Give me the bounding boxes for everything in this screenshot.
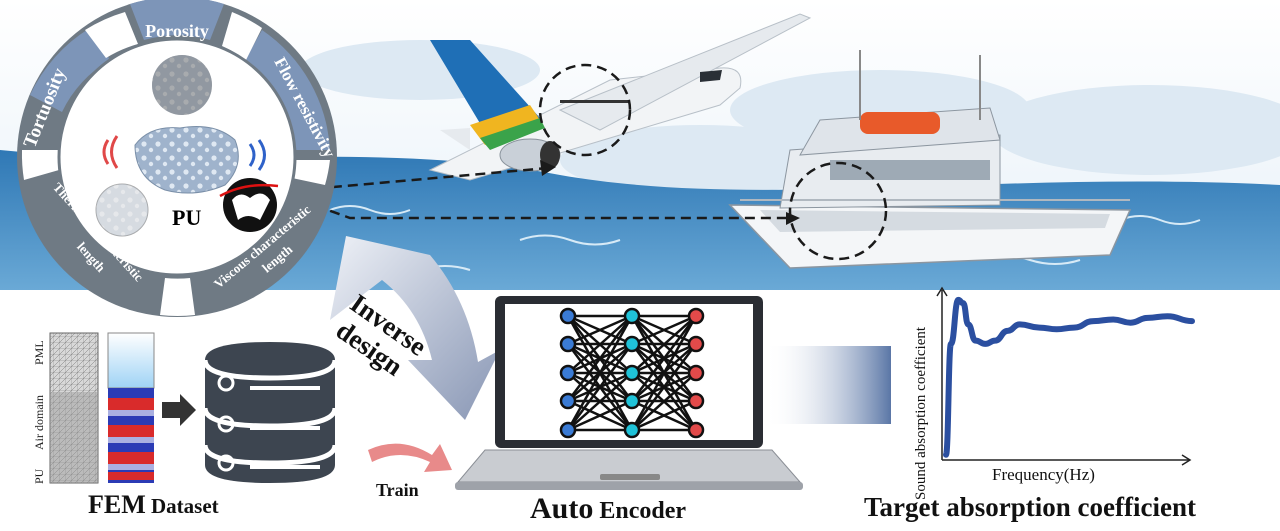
nn-connection [567, 315, 633, 374]
fem-label-pu: PU [32, 468, 46, 484]
ring-label-porosity: Porosity [145, 21, 209, 41]
foam-images [95, 55, 279, 237]
train-arrow [368, 443, 452, 472]
yacht [728, 50, 1132, 269]
nn-connection [567, 315, 633, 402]
nn-connection [630, 343, 698, 431]
laptop [455, 296, 803, 490]
sound-wave-icon-right [248, 139, 266, 171]
target-absorption-title: Target absorption coefficient [864, 492, 1196, 522]
nn-node [623, 335, 641, 353]
autoencoder-title: Auto Encoder [530, 492, 686, 526]
latent-band [765, 346, 891, 424]
nn-connection [631, 399, 697, 432]
nn-connection [567, 372, 633, 431]
airplane [428, 13, 812, 181]
nn-connection [631, 315, 697, 374]
fem-label-air-domain: Air domain [32, 395, 46, 450]
chart-y-label: Sound absorption coefficient [913, 326, 929, 500]
nn-connection [566, 315, 634, 431]
inverse-design-arrow [330, 236, 500, 420]
train-label: Train [376, 480, 419, 500]
fem-title-small: Dataset [145, 494, 219, 518]
nn-node [687, 364, 705, 382]
fem-dataset-title: FEM Dataset [88, 490, 219, 520]
nn-connection [631, 314, 697, 346]
neural-network [559, 307, 705, 439]
nn-connection [567, 399, 633, 432]
nn-node [687, 307, 705, 325]
nn-node [559, 421, 577, 439]
nn-node [623, 392, 641, 410]
sound-wave-icon-left [102, 135, 119, 169]
nn-node [687, 392, 705, 410]
fem-label-pml: PML [32, 340, 46, 365]
chart-x-label: Frequency(Hz) [992, 465, 1095, 484]
nn-connection [631, 372, 697, 431]
nn-connection [567, 314, 633, 346]
yacht-zoom-circle [788, 161, 888, 261]
nn-node [623, 421, 641, 439]
nn-node [623, 364, 641, 382]
autoencoder-title-small: Encoder [593, 498, 687, 524]
nn-node [623, 307, 641, 325]
nn-node [559, 307, 577, 325]
fem-mesh [49, 332, 155, 484]
absorption-curve [943, 296, 1195, 458]
nn-node [559, 335, 577, 353]
nn-node [559, 364, 577, 382]
database-icon [202, 342, 338, 483]
absorption-chart [936, 286, 1195, 466]
nn-connection [566, 343, 634, 431]
fem-to-dataset-arrow [162, 394, 196, 426]
nn-node [559, 392, 577, 410]
airplane-zoom-circle [538, 63, 632, 157]
nn-connection [631, 315, 697, 402]
nn-node [687, 335, 705, 353]
nn-connection [630, 315, 698, 431]
dashed-arrow-to-airplane [299, 166, 549, 192]
autoencoder-title-main: Auto [530, 492, 594, 525]
fem-title-main: FEM [88, 490, 146, 519]
foam-material-label: PU [172, 205, 201, 230]
nn-node [687, 421, 705, 439]
